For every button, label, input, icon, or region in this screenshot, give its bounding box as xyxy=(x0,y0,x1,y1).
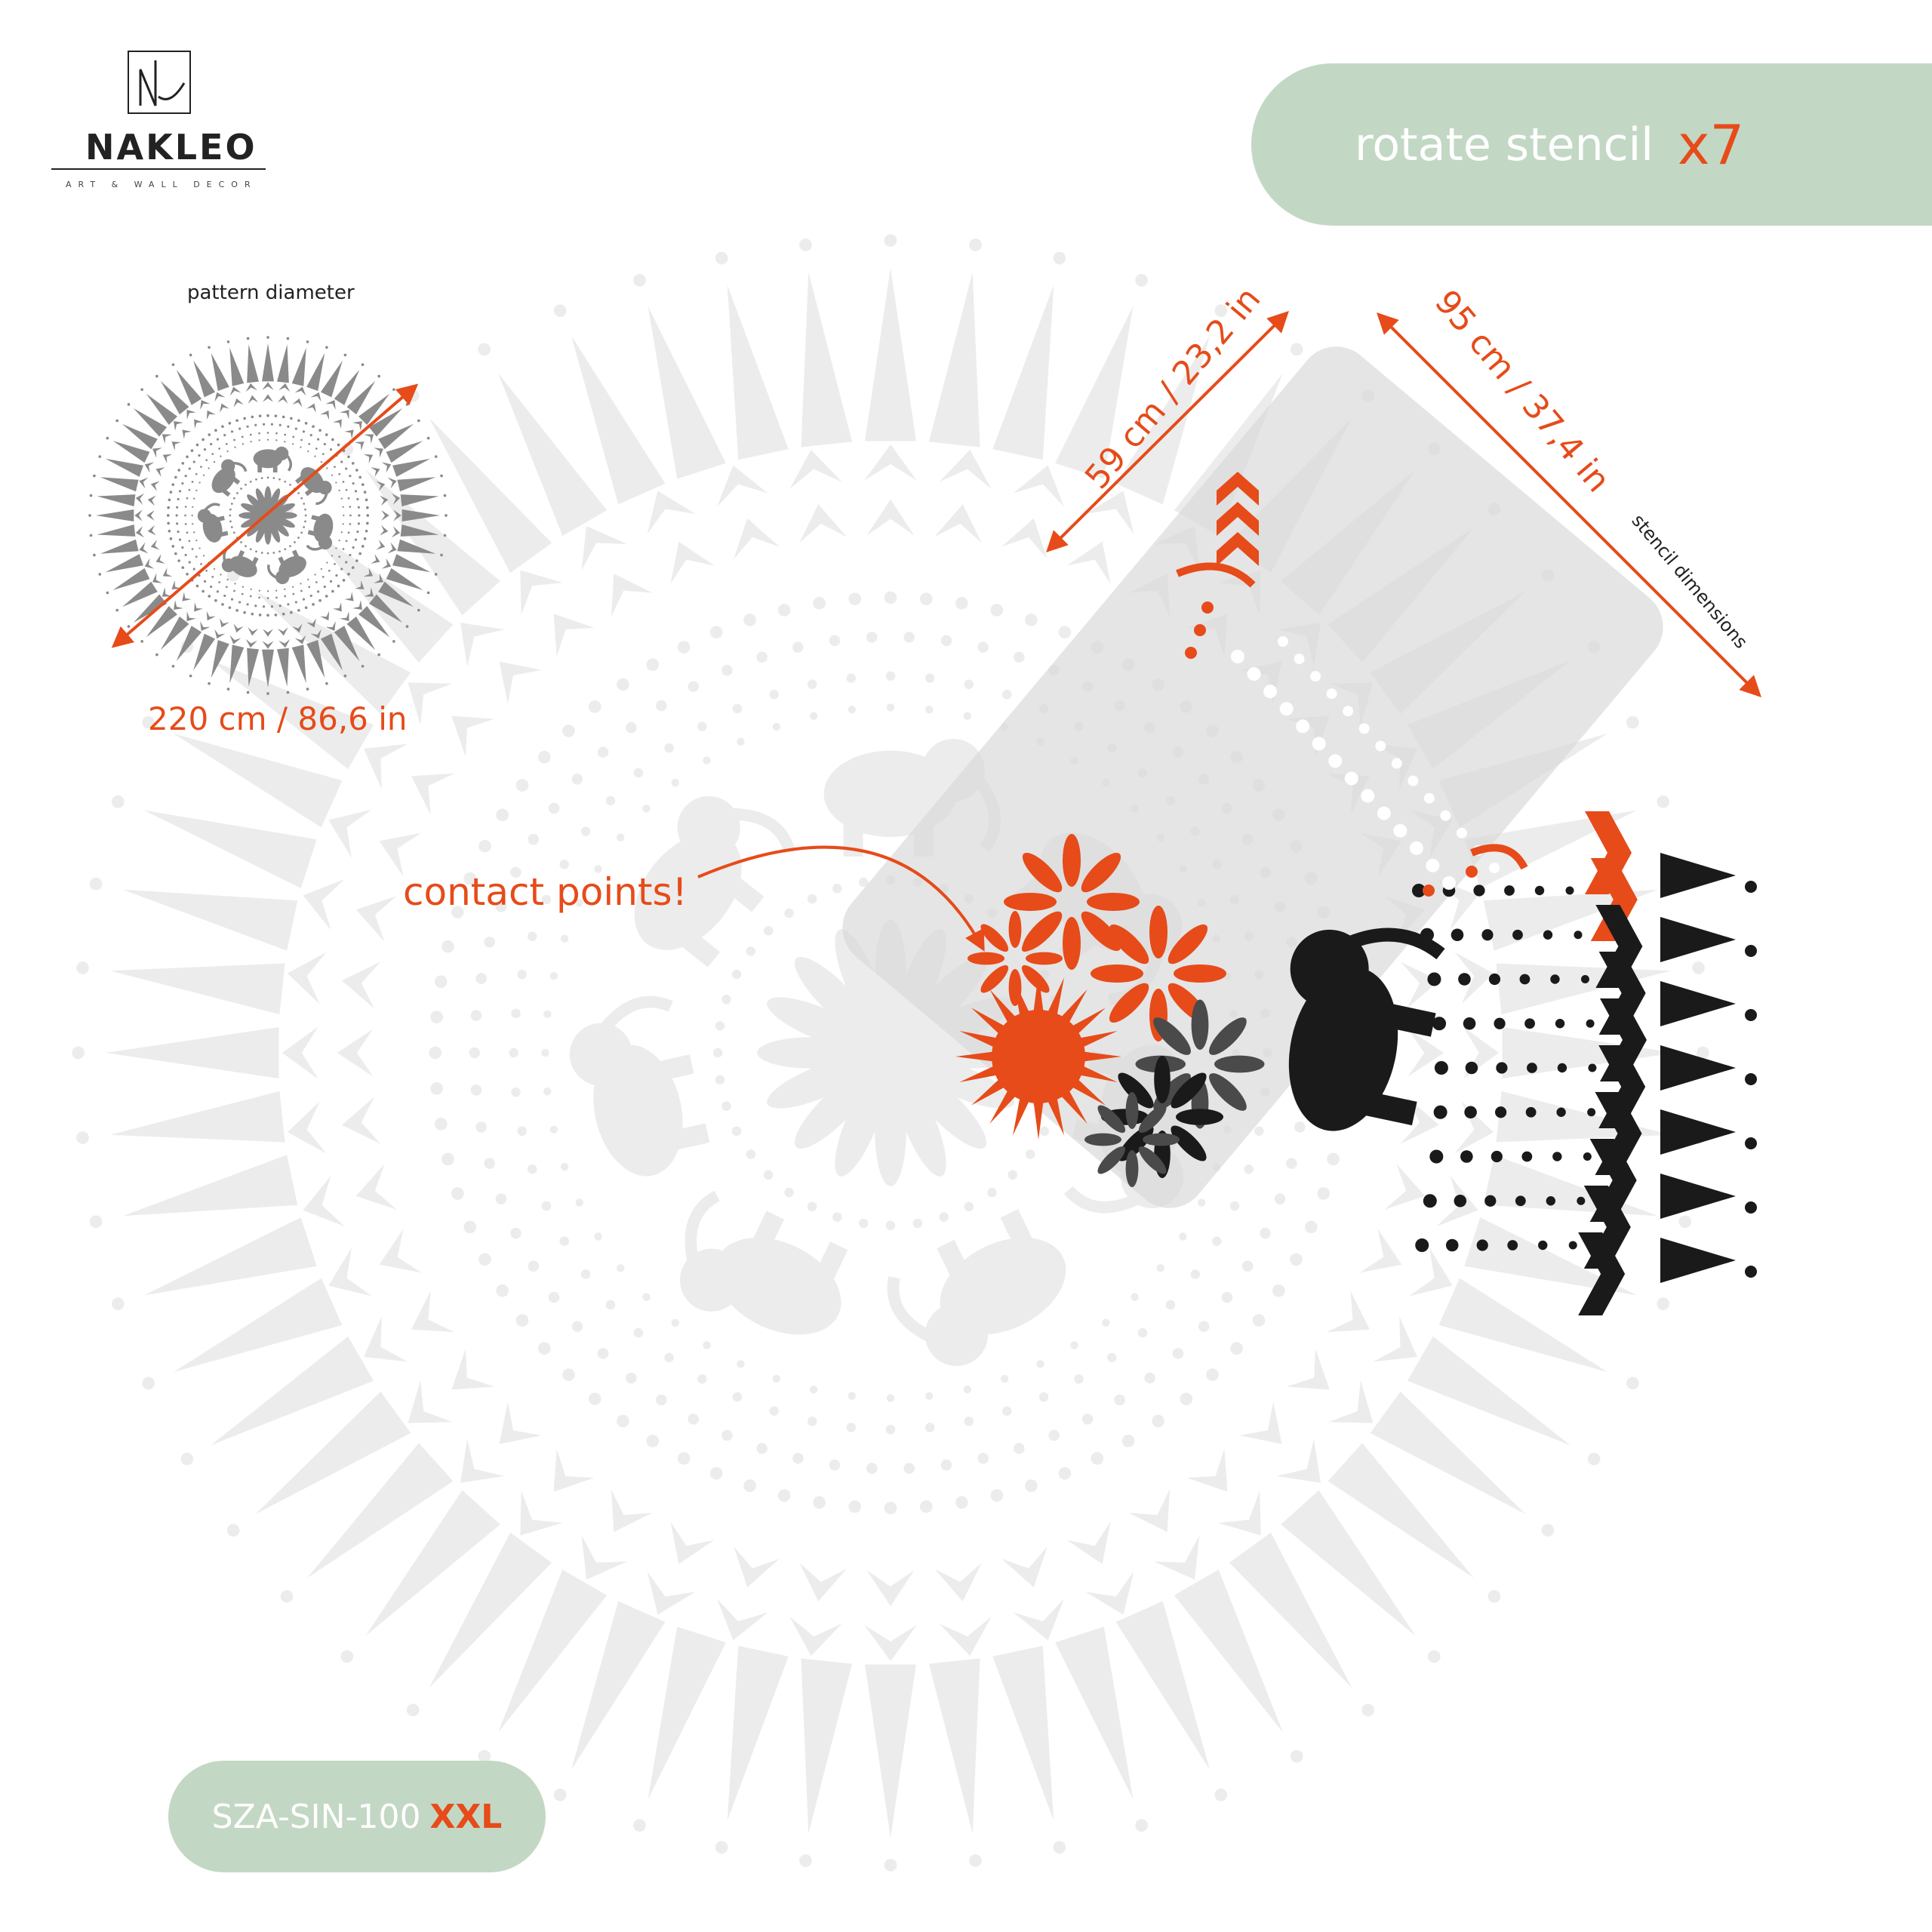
brand-tagline: ART & WALL DECOR xyxy=(66,180,257,189)
rotation-count: x7 xyxy=(1677,112,1745,177)
stencil-width-arrow xyxy=(1046,311,1289,552)
contact-points-arrow xyxy=(697,845,985,952)
product-size: XXL xyxy=(429,1797,503,1836)
contact-points-label: contact points! xyxy=(403,870,688,914)
pattern-diameter-caption: pattern diameter xyxy=(187,281,355,304)
rotate-stencil-badge: rotate stencil x7 xyxy=(1251,63,1932,226)
stencil-length-arrow xyxy=(1377,312,1761,697)
product-code: SZA-SIN-100 xyxy=(211,1797,421,1836)
nakleo-logo xyxy=(51,51,266,170)
rotate-stencil-label: rotate stencil xyxy=(1355,118,1654,171)
diameter-arrow xyxy=(111,383,419,648)
stencil-segment xyxy=(955,472,1757,1315)
product-code-badge: SZA-SIN-100 XXL xyxy=(168,1761,546,1872)
brand-name: NAKLEO xyxy=(85,127,257,168)
pattern-diameter-value: 220 cm / 86,6 in xyxy=(148,700,408,737)
mandala-thumbnail xyxy=(88,336,448,695)
